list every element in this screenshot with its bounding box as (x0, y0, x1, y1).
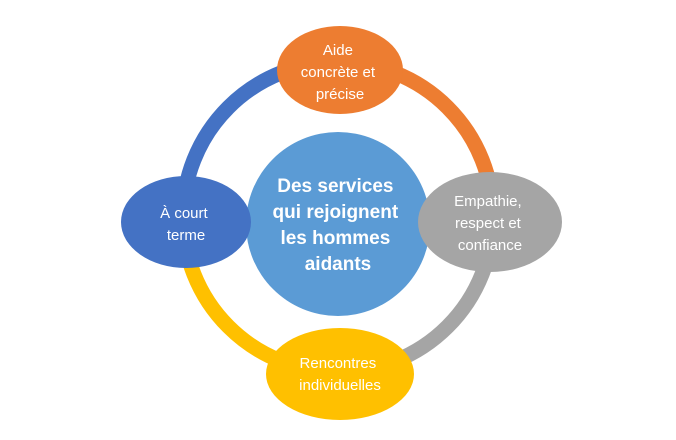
node-left-line-1: À court (160, 205, 208, 222)
center-circle (246, 132, 430, 316)
node-left: À court terme (121, 176, 251, 268)
center-label-line-4: aidants (305, 254, 372, 275)
node-top: Aide concrète et précise (277, 26, 403, 114)
node-top-line-2: concrète et (301, 64, 376, 81)
node-bottom-line-1: Rencontres (300, 355, 377, 372)
node-bottom-ellipse (266, 328, 414, 420)
node-left-ellipse (121, 176, 251, 268)
center-label-line-3: les hommes (280, 228, 390, 249)
node-left-line-2: terme (167, 227, 205, 244)
node-right-ellipse (418, 172, 562, 272)
node-right: Empathie, respect et confiance (418, 172, 562, 272)
node-top-label: Aide concrète et précise (301, 42, 379, 103)
node-top-line-1: Aide (323, 42, 353, 59)
node-right-label: Empathie, respect et confiance (454, 193, 526, 254)
node-top-ellipse (277, 26, 403, 114)
node-bottom-line-2: individuelles (299, 377, 381, 394)
node-bottom: Rencontres individuelles (266, 328, 414, 420)
center-label-line-2: qui rejoignent (273, 202, 399, 223)
center-label-line-1: Des services (277, 176, 393, 197)
node-right-line-1: Empathie, (454, 193, 522, 210)
node-bottom-label: Rencontres individuelles (299, 355, 381, 394)
node-right-line-2: respect et (455, 215, 522, 232)
node-top-line-3: précise (316, 86, 364, 103)
node-right-line-3: confiance (458, 237, 522, 254)
center-node: Des services qui rejoignent les hommes a… (246, 132, 430, 316)
center-label: Des services qui rejoignent les hommes a… (273, 176, 404, 275)
node-left-label: À court terme (160, 205, 212, 244)
